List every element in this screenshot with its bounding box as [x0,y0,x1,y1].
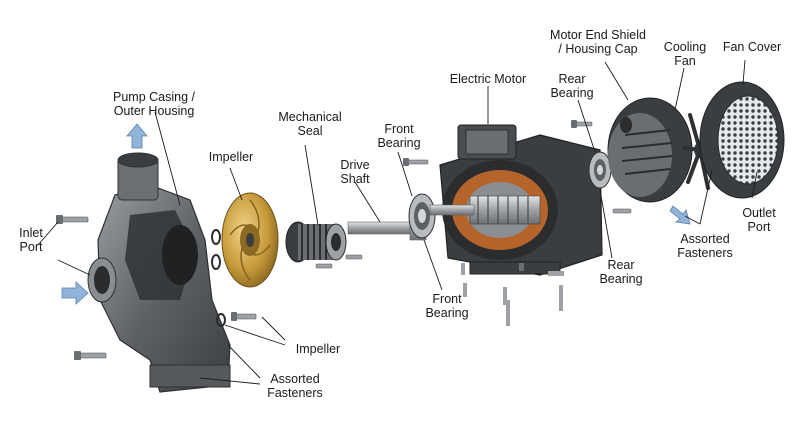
label-fan-cover: Fan Cover [722,40,782,54]
casing-bolt-bottom [74,351,107,360]
label-impeller-bottom: Impeller [295,342,341,356]
casing-bolt-top [56,215,89,224]
pump-casing [87,152,231,393]
label-electric-motor: Electric Motor [449,72,527,86]
inlet-flow-arrow [61,281,89,305]
label-impeller-top: Impeller [208,150,254,164]
label-pump-casing: Pump Casing /Outer Housing [113,90,195,118]
rear-bearing [588,151,612,189]
fan-cover-flow-arrow [669,205,691,225]
impeller-washer-and-bolt [216,312,257,327]
impeller-o-rings [211,229,221,270]
mechanical-seal [285,221,347,263]
leader-lines [37,59,758,385]
impeller [221,192,279,288]
front-bearing-screw [403,158,429,166]
label-motor-end-shield: Motor End Shield/ Housing Cap [550,28,646,56]
rear-bearing-screw [571,120,593,128]
electric-motor [429,124,603,276]
fan-cover [699,81,785,199]
outlet-flow-arrow [126,123,148,149]
motor-mounting-bolts [461,263,564,326]
end-shield-screw [612,208,632,214]
motor-end-shield [607,97,693,203]
front-bearing [408,193,436,239]
seal-screws [315,254,363,269]
